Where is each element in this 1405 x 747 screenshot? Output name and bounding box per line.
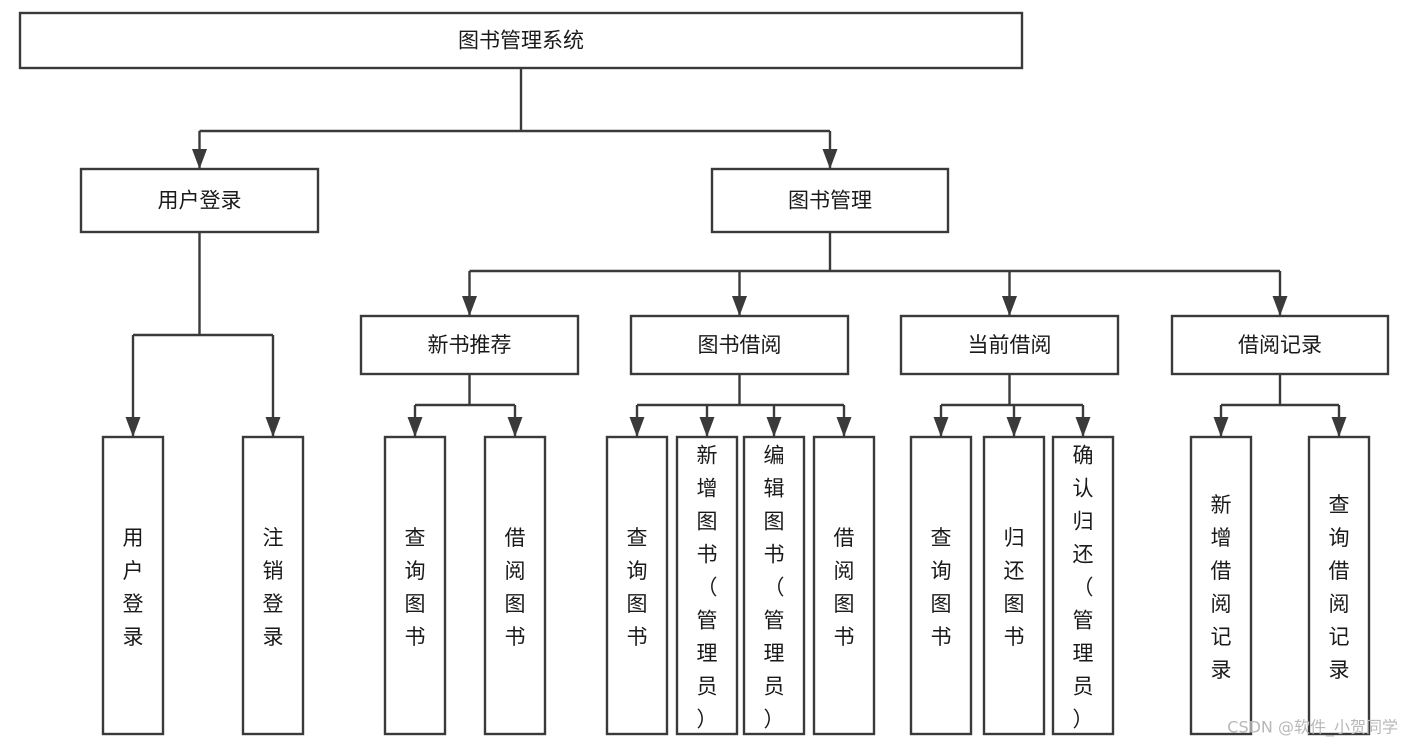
arrow-head-leaf-confirm-return-admin	[1075, 417, 1091, 437]
node-leaf-query-book-current[interactable]: 查询图书	[909, 435, 973, 736]
node-leaf-add-book-admin[interactable]: 新增图书（管理员）	[675, 435, 739, 736]
node-label-leaf-return-book: 归还图书	[1004, 526, 1025, 649]
node-borrow-record[interactable]: 借阅记录	[1170, 314, 1390, 376]
node-label-current-borrow: 当前借阅	[968, 333, 1052, 357]
node-book-borrow[interactable]: 图书借阅	[629, 314, 850, 376]
arrow-head-new-book-recommend	[462, 296, 477, 316]
node-box-leaf-logout	[241, 435, 305, 736]
node-box-leaf-borrow-book	[812, 435, 876, 736]
arrow-head-user-login	[192, 149, 207, 169]
node-current-borrow[interactable]: 当前借阅	[899, 314, 1120, 376]
node-box-root	[18, 11, 1024, 70]
node-leaf-add-borrow-record[interactable]: 新增借阅记录	[1189, 435, 1253, 736]
arrow-head-book-management	[822, 149, 838, 169]
node-root[interactable]: 图书管理系统	[18, 11, 1024, 70]
arrow-head-leaf-borrow-book	[836, 417, 852, 437]
node-label-leaf-query-book-current: 查询图书	[931, 526, 952, 649]
arrow-head-book-borrow	[732, 296, 747, 316]
arrow-head-leaf-add-borrow-record	[1213, 417, 1229, 437]
arrow-head-leaf-query-book-current	[933, 417, 949, 437]
node-leaf-user-login[interactable]: 用户登录	[101, 435, 165, 736]
node-label-book-borrow: 图书借阅	[698, 333, 782, 357]
node-box-leaf-query-book-borrow	[605, 435, 669, 736]
node-box-leaf-query-book-current	[909, 435, 973, 736]
node-boxes-group: 图书管理系统用户登录图书管理新书推荐图书借阅当前借阅借阅记录用户登录注销登录查询…	[18, 11, 1390, 736]
node-leaf-edit-book-admin[interactable]: 编辑图书（管理员）	[742, 435, 806, 736]
node-label-leaf-add-borrow-record: 新增借阅记录	[1211, 493, 1232, 682]
node-label-leaf-query-book-recommend: 查询图书	[405, 526, 426, 649]
arrow-head-borrow-record	[1272, 296, 1288, 316]
csdn-watermark: CSDN @软件_小贺同学	[1227, 718, 1398, 738]
node-box-book-borrow	[629, 314, 850, 376]
arrow-head-leaf-query-borrow-record	[1331, 417, 1347, 437]
node-leaf-query-book-recommend[interactable]: 查询图书	[383, 435, 447, 736]
node-label-leaf-confirm-return-admin: 确认归还（管理员）	[1073, 444, 1094, 732]
node-user-login[interactable]: 用户登录	[79, 167, 320, 234]
arrow-head-leaf-borrow-book-recommend	[507, 417, 523, 437]
node-box-leaf-edit-book-admin	[742, 435, 806, 736]
node-label-borrow-record: 借阅记录	[1238, 333, 1322, 357]
node-label-leaf-query-borrow-record: 查询借阅记录	[1329, 493, 1350, 682]
arrow-head-current-borrow	[1002, 296, 1017, 316]
node-label-leaf-add-book-admin: 新增图书（管理员）	[697, 444, 718, 732]
node-label-leaf-query-book-borrow: 查询图书	[627, 526, 648, 649]
node-label-leaf-edit-book-admin: 编辑图书（管理员）	[764, 444, 785, 732]
arrow-head-leaf-user-login	[125, 417, 141, 437]
node-label-new-book-recommend: 新书推荐	[428, 333, 512, 357]
node-label-book-management: 图书管理	[788, 189, 872, 213]
node-box-leaf-borrow-book-recommend	[483, 435, 547, 736]
node-box-leaf-query-borrow-record	[1307, 435, 1371, 736]
node-label-leaf-user-login: 用户登录	[123, 526, 144, 649]
node-label-user-login: 用户登录	[158, 189, 242, 213]
node-box-leaf-add-borrow-record	[1189, 435, 1253, 736]
node-leaf-query-book-borrow[interactable]: 查询图书	[605, 435, 669, 736]
arrow-head-leaf-add-book-admin	[699, 417, 715, 437]
node-leaf-borrow-book-recommend[interactable]: 借阅图书	[483, 435, 547, 736]
node-box-current-borrow	[899, 314, 1120, 376]
node-box-leaf-return-book	[982, 435, 1046, 736]
arrow-head-leaf-query-book-borrow	[629, 417, 645, 437]
arrow-head-leaf-return-book	[1006, 417, 1022, 437]
arrow-head-leaf-logout	[265, 417, 281, 437]
node-box-leaf-user-login	[101, 435, 165, 736]
node-leaf-query-borrow-record[interactable]: 查询借阅记录	[1307, 435, 1371, 736]
node-box-leaf-add-book-admin	[675, 435, 739, 736]
node-box-leaf-query-book-recommend	[383, 435, 447, 736]
node-box-leaf-confirm-return-admin	[1051, 435, 1115, 736]
node-label-leaf-logout: 注销登录	[263, 526, 284, 649]
connector-lines-group	[125, 68, 1347, 437]
node-leaf-logout[interactable]: 注销登录	[241, 435, 305, 736]
node-new-book-recommend[interactable]: 新书推荐	[359, 314, 580, 376]
node-leaf-borrow-book[interactable]: 借阅图书	[812, 435, 876, 736]
node-leaf-return-book[interactable]: 归还图书	[982, 435, 1046, 736]
node-box-book-management	[710, 167, 950, 234]
node-label-leaf-borrow-book: 借阅图书	[834, 526, 855, 649]
node-book-management[interactable]: 图书管理	[710, 167, 950, 234]
node-box-user-login	[79, 167, 320, 234]
node-box-borrow-record	[1170, 314, 1390, 376]
node-label-root: 图书管理系统	[458, 29, 584, 53]
arrow-head-leaf-query-book-recommend	[407, 417, 423, 437]
node-label-leaf-borrow-book-recommend: 借阅图书	[505, 526, 526, 649]
node-box-new-book-recommend	[359, 314, 580, 376]
node-leaf-confirm-return-admin[interactable]: 确认归还（管理员）	[1051, 435, 1115, 736]
arrow-head-leaf-edit-book-admin	[766, 417, 782, 437]
